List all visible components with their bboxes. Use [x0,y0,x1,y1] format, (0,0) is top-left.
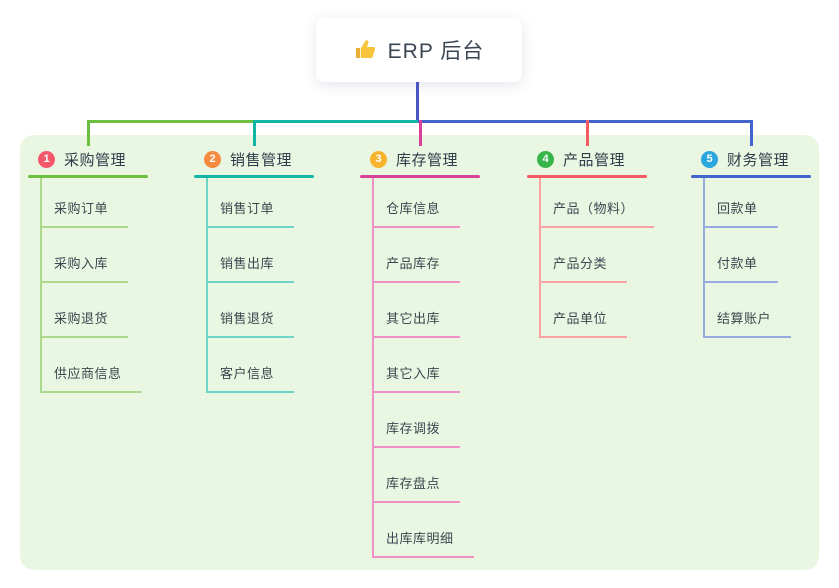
branch-underline [691,175,811,178]
branch-item-label: 产品（物料） [540,200,655,228]
branch-connector-line [372,178,374,558]
branch-drop-line [750,120,753,146]
branch-item-label: 出库库明细 [373,530,474,558]
branch-item-label: 库存盘点 [373,475,461,503]
branch-underline [194,175,314,178]
branch-item-label: 库存调拨 [373,420,461,448]
branch-connector-line [703,178,705,338]
branch-item[interactable]: 产品分类 [540,255,628,283]
branch-item-label: 产品库存 [373,255,461,283]
branch-drop-line [419,120,422,146]
branch-item-label: 销售退货 [207,310,295,338]
branch-item-label: 销售出库 [207,255,295,283]
branch-header-3[interactable]: 3 库存管理 [370,147,458,171]
branch-item[interactable]: 库存调拨 [373,420,461,448]
branch-underline [360,175,480,178]
branch-item[interactable]: 销售出库 [207,255,295,283]
branch-item-label: 其它入库 [373,365,461,393]
branch-number-badge: 5 [701,150,718,168]
branch-item-label: 客户信息 [207,365,295,393]
branch-underline [28,175,148,178]
branch-item[interactable]: 出库库明细 [373,530,474,558]
branch-label: 采购管理 [64,151,127,169]
branch-number-badge: 3 [370,150,387,168]
branch-item-label: 采购退货 [41,310,129,338]
branch-number-badge: 4 [537,150,554,168]
branch-item-label: 供应商信息 [41,365,142,393]
branch-number-badge: 1 [38,150,55,168]
branch-item-label: 回款单 [704,200,778,228]
branch-item[interactable]: 结算账户 [704,310,792,338]
horizontal-segment-right-blue [418,120,751,123]
branch-label: 财务管理 [727,151,790,169]
horizontal-segment-left-green [88,120,254,123]
branch-header-1[interactable]: 1 采购管理 [38,147,126,171]
branch-item-label: 采购订单 [41,200,129,228]
branch-item-label: 产品单位 [540,310,628,338]
branch-connector-line [206,178,208,393]
branch-header-2[interactable]: 2 销售管理 [204,147,292,171]
branch-drop-line [253,120,256,146]
branch-item[interactable]: 销售订单 [207,200,295,228]
branch-item[interactable]: 其它出库 [373,310,461,338]
branch-item[interactable]: 供应商信息 [41,365,142,393]
branch-header-4[interactable]: 4 产品管理 [537,147,625,171]
branch-label: 产品管理 [563,151,626,169]
branch-item[interactable]: 销售退货 [207,310,295,338]
thumbs-up-icon [354,38,378,62]
branch-drop-line [87,120,90,146]
branch-header-5[interactable]: 5 财务管理 [701,147,789,171]
root-title: ERP 后台 [387,40,485,63]
branch-item[interactable]: 产品（物料） [540,200,655,228]
root-node[interactable]: ERP 后台 [316,18,522,82]
branch-item[interactable]: 产品库存 [373,255,461,283]
branch-item-label: 其它出库 [373,310,461,338]
branch-item[interactable]: 仓库信息 [373,200,461,228]
branch-item-label: 销售订单 [207,200,295,228]
branch-item[interactable]: 库存盘点 [373,475,461,503]
branch-item[interactable]: 采购退货 [41,310,129,338]
branch-item[interactable]: 其它入库 [373,365,461,393]
branch-drop-line [586,120,589,146]
branch-item[interactable]: 采购入库 [41,255,129,283]
branch-underline [527,175,647,178]
branch-label: 销售管理 [230,151,293,169]
branch-item[interactable]: 产品单位 [540,310,628,338]
branch-connector-line [40,178,42,393]
branch-item-label: 产品分类 [540,255,628,283]
horizontal-segment-mid-teal [254,120,418,123]
branch-number-badge: 2 [204,150,221,168]
branch-connector-line [539,178,541,338]
branch-item-label: 结算账户 [704,310,792,338]
branch-item-label: 采购入库 [41,255,129,283]
branches-panel [20,135,819,570]
branch-label: 库存管理 [396,151,459,169]
root-trunk-line [416,82,419,123]
branch-item[interactable]: 采购订单 [41,200,129,228]
branch-item-label: 仓库信息 [373,200,461,228]
branch-item-label: 付款单 [704,255,778,283]
branch-item[interactable]: 付款单 [704,255,778,283]
branch-item[interactable]: 客户信息 [207,365,295,393]
branch-item[interactable]: 回款单 [704,200,778,228]
